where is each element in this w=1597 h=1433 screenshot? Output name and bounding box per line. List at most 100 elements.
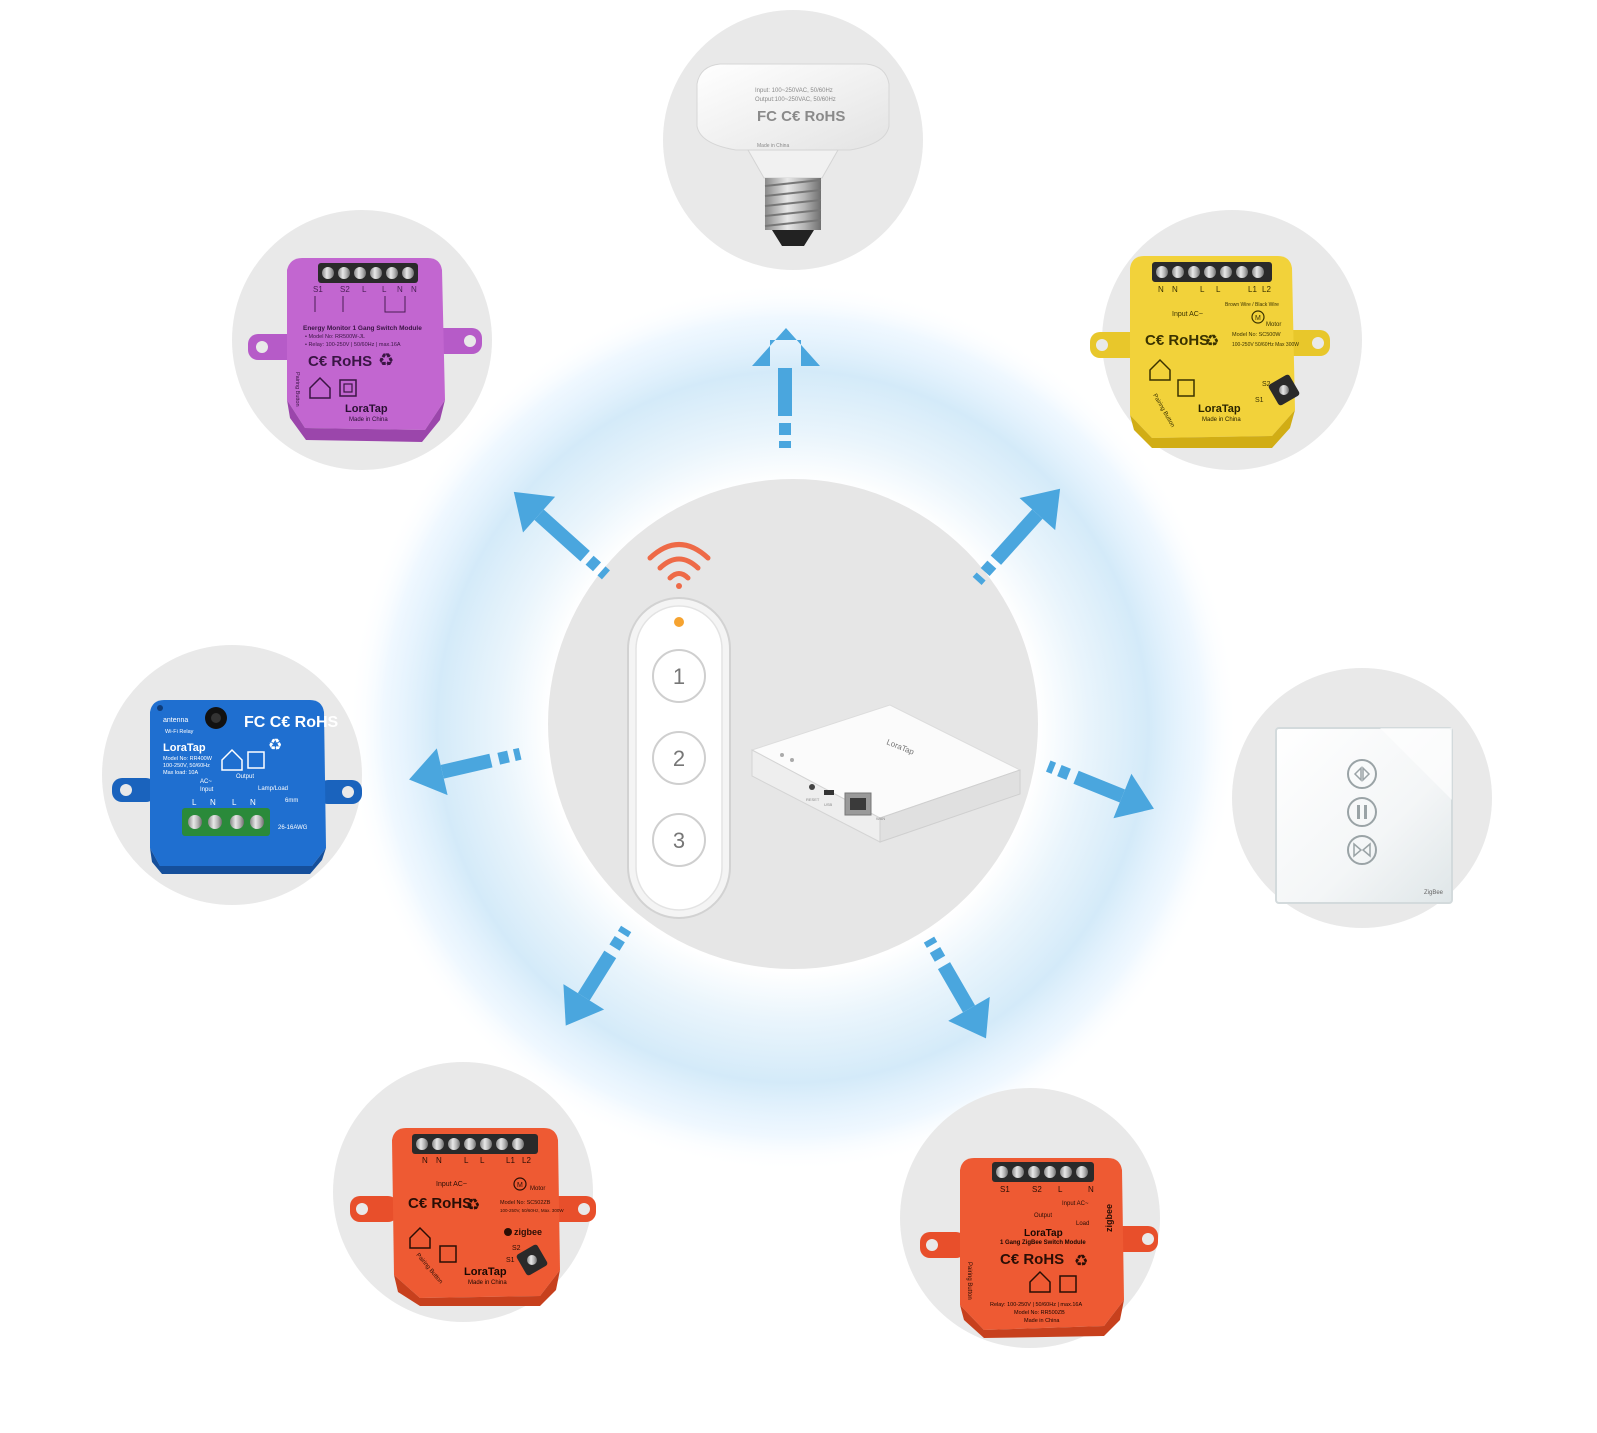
orange-left-model: Model No: SC502ZB [500,1200,551,1206]
blue-load: Max load: 10A [163,770,198,776]
blue-lamp-label: Lamp/Load [258,786,288,792]
arrow-to-bottom-left [563,925,632,1026]
pause-curtain-button[interactable] [1347,797,1377,827]
blue-wifi-relay-module: antenna Wi-Fi Relay FC C€ RoHS LoraTap M… [112,700,362,874]
remote-button-1[interactable]: 1 [652,649,706,703]
blue-input-label: Input [200,787,214,793]
blue-cert-top: FC C€ RoHS [244,714,339,731]
orange-left-terminal-label: L2 [522,1156,531,1165]
gateway-reset-label: RESET [806,797,820,802]
arrow-to-top-right [972,488,1061,585]
recycle-icon: ♻ [1205,333,1219,350]
purple-terminal-label: L [382,285,387,294]
orange-left-input-label: Input AC~ [436,1181,467,1188]
blue-terminal-label: L [192,798,197,807]
purple-terminal-label: L [362,285,367,294]
gateway-hub: LoraTap RESET USB WAN [750,704,1022,843]
orange-left-terminal-label: N [422,1156,428,1165]
home-icon [309,376,331,399]
terminal-screws [416,1138,524,1150]
purple-terminal-label: S2 [340,285,350,294]
remote-button-2[interactable]: 2 [652,731,706,785]
yellow-terminal-label: L1 [1248,285,1257,294]
orange-curtain-module: N N L L L1 L2 Input AC~ M Motor C€ RoHS … [350,1128,596,1306]
usb-port-icon [824,790,834,795]
recycle-icon: ♻ [466,1197,480,1214]
orange-right-cert-marks: C€ RoHS [1000,1251,1064,1268]
orange-left-cert-marks: C€ RoHS [408,1195,472,1212]
yellow-wires-label: Brown Wire / Black Wire [1225,302,1279,308]
orange-left-brand: LoraTap [464,1266,507,1278]
blue-mm-label: 6mm [285,798,298,804]
orange-left-terminal-label: N [436,1156,442,1165]
glass-curtain-wall-switch: ZigBee [1275,727,1453,904]
yellow-motor-label: Motor [1266,322,1281,328]
reset-hole-icon [809,784,815,790]
terminal-screws [322,267,414,279]
bulb-output-spec: Output:100~250VAC, 50/60Hz [755,97,836,103]
gateway-wan-label: WAN [876,816,885,821]
blue-output-label: Output [236,774,254,780]
orange-right-output-label: Output [1034,1213,1052,1219]
remote-button-3-label: 3 [673,828,685,853]
motor-icon: M [513,1177,527,1191]
svg-text:M: M [1255,315,1261,322]
ethernet-port-icon [844,792,872,816]
svg-text:♻: ♻ [466,1197,480,1214]
orange-right-terminal-label: S1 [1000,1185,1010,1194]
recycle-icon: ♻ [1074,1253,1088,1270]
orange-right-terminal-label: S2 [1032,1185,1042,1194]
arrow-to-top [752,328,820,448]
blue-terminal-label: N [250,798,256,807]
orange-left-s1-label: S1 [506,1257,515,1264]
orange-left-s2-label: S2 [512,1245,521,1252]
bulb-footer: Made in China [757,143,789,149]
svg-text:♻: ♻ [268,737,282,754]
zigbee-logo-icon: zigbee [504,1227,542,1237]
purple-terminal-label: N [397,285,403,294]
purple-module-model: • Model No: RR500W-JL [305,334,365,340]
arrow-to-top-left [513,491,610,580]
yellow-curtain-module: N N L L L1 L2 Input AC~ Brown Wire / Bla… [1090,256,1330,448]
bulb-socket-adapter: Input: 100~250VAC, 50/60Hz Output:100~25… [696,63,890,246]
terminal-screws [188,815,264,829]
close-curtain-button[interactable] [1347,835,1377,865]
gateway-usb-label: USB [824,802,833,807]
orange-right-terminal-label: N [1088,1185,1094,1194]
orange-right-relay: Relay: 100-250V | 50/60Hz | max.16A [990,1302,1082,1308]
open-curtain-button[interactable] [1347,759,1377,789]
blue-antenna-label: antenna [163,717,188,724]
recycle-icon: ♻ [268,737,282,754]
orange-left-zigbee: zigbee [514,1227,542,1237]
yellow-cert-marks: C€ RoHS [1145,332,1209,349]
antenna-icon [205,707,227,729]
yellow-s1-label: S1 [1255,397,1264,404]
yellow-terminal-label: L2 [1262,285,1271,294]
purple-switch-module: S1 S2 L L N N Energy Monitor 1 Gang Swit… [248,258,482,442]
zigbee-logo-icon: zigbee [1104,1204,1114,1232]
home-icon [1149,358,1171,381]
recycle-icon: ♻ [378,350,394,370]
blue-awg-label: 26-16AWG [278,825,308,831]
orange-left-terminal-label: L [480,1156,485,1165]
purple-brand: LoraTap [345,403,388,415]
home-icon [221,748,243,771]
arrow-to-bottom-right [923,936,990,1039]
yellow-s2-label: S2 [1262,381,1271,388]
remote-button-3[interactable]: 3 [652,813,706,867]
blue-terminal-label: L [232,798,237,807]
orange-right-input-label: Input AC~ [1062,1201,1089,1207]
orange-right-load-label: Load [1076,1221,1089,1227]
purple-terminal-label: S1 [313,285,323,294]
svg-text:M: M [517,1182,523,1189]
bulb-input-spec: Input: 100~250VAC, 50/60Hz [755,88,833,94]
orange-left-specs: 100-250V, 50/60Hz, Max. 300W [500,1208,564,1213]
blue-brand: LoraTap [163,742,206,754]
orange-left-terminal-label: L1 [506,1156,515,1165]
terminal-screws [996,1166,1088,1178]
purple-terminal-label: N [411,285,417,294]
orange-zigbee-switch-module: S1 S2 L N Input AC~ Output Load LoraTap … [920,1158,1158,1338]
arrow-to-right [1045,760,1154,819]
orange-right-pairing-label: Pairing Button [966,1262,972,1300]
